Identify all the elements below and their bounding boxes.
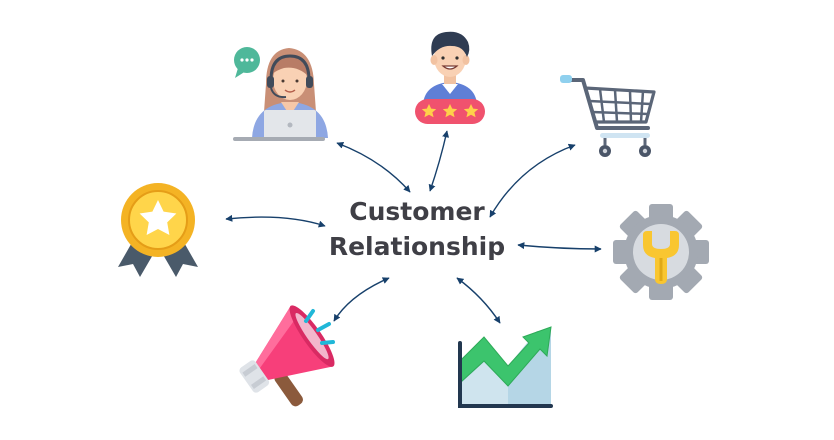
connector-marketing — [333, 277, 390, 322]
connector-cart — [489, 143, 576, 218]
connectors — [225, 130, 602, 324]
connector-award — [225, 214, 326, 228]
connector-support — [336, 141, 411, 193]
marketing-megaphone-icon — [239, 305, 335, 407]
connector-growth — [456, 277, 501, 324]
center-title-line2: Relationship — [329, 232, 505, 261]
service-gear-wrench-icon — [613, 204, 709, 300]
customer-support-agent-icon — [233, 47, 328, 141]
growth-chart-icon — [458, 326, 553, 408]
connector-rating — [428, 130, 450, 192]
award-medal-icon — [118, 183, 198, 277]
connector-service — [517, 242, 602, 253]
shopping-cart-icon — [560, 75, 656, 157]
customer-rating-icon — [415, 31, 485, 124]
center-label: Customer Relationship — [329, 197, 505, 261]
center-title-line1: Customer — [349, 197, 485, 226]
